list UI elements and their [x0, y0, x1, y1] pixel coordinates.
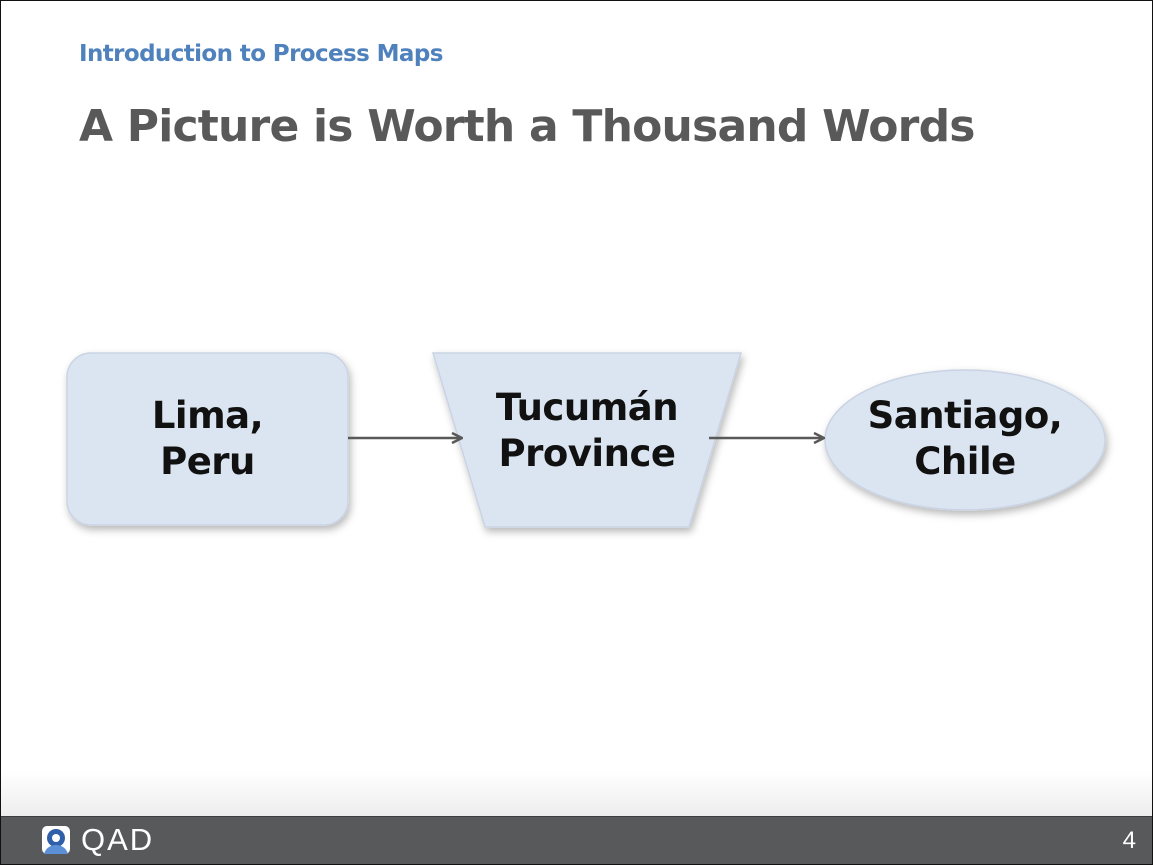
node-santiago-chile-label: Santiago, Chile	[825, 393, 1105, 485]
qad-logo-icon	[42, 826, 70, 854]
node-tucuman-province-label: Tucumán Province	[433, 385, 741, 477]
node-lima-peru-line1: Lima,	[151, 394, 264, 437]
node-santiago-chile-shape	[824, 369, 1106, 511]
section-title: Introduction to Process Maps	[79, 41, 443, 67]
node-santiago-chile-line2: Chile	[914, 440, 1016, 483]
page-number: 4	[1122, 827, 1136, 854]
qad-logo-text: QAD	[81, 822, 155, 857]
process-map-diagram	[66, 352, 1106, 528]
footer-shade	[1, 771, 1152, 816]
node-tucuman-province-shape	[431, 352, 743, 528]
node-tucuman-province-line2: Province	[498, 432, 676, 475]
slide-title: A Picture is Worth a Thousand Words	[79, 101, 975, 152]
footer-bar: QAD 4	[1, 816, 1152, 864]
node-tucuman-province-line1: Tucumán	[495, 386, 679, 429]
node-lima-peru-line2: Peru	[160, 440, 255, 483]
node-lima-peru-label: Lima, Peru	[67, 393, 348, 485]
node-santiago-chile-line1: Santiago,	[867, 394, 1063, 437]
